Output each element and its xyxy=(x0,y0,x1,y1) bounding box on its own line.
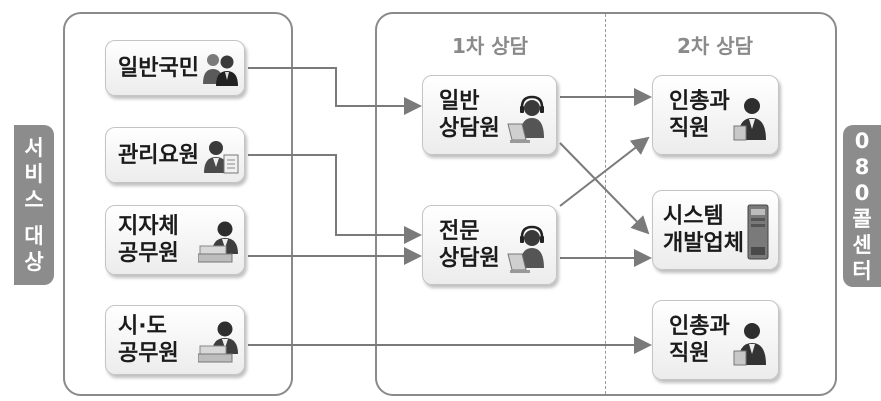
target-label: 일반국민 xyxy=(118,55,199,81)
arrow-citizen-to-general xyxy=(248,67,422,115)
tab-char: 스 xyxy=(24,188,44,212)
tab-char: 0 xyxy=(854,181,870,205)
system-developer: 시스템 개발업체 xyxy=(652,190,779,270)
target-manager: 관리요원 xyxy=(105,127,245,183)
arrow-expert-to-staff xyxy=(559,136,650,207)
tab-char: 상 xyxy=(24,250,44,274)
ministry-staff-bottom: 인총과 직원 xyxy=(652,300,779,380)
target-local-official: 지자체 공무원 xyxy=(105,205,245,275)
service-target-tab: 서 비 스 대 상 xyxy=(14,125,54,285)
target-label: 관리요원 xyxy=(118,142,199,168)
target-citizen: 일반국민 xyxy=(105,40,245,96)
tab-char: 콜 xyxy=(852,207,872,231)
arrow-general-to-system xyxy=(559,142,650,235)
headset-agent-icon xyxy=(507,225,544,273)
ministry-staff-top: 인총과 직원 xyxy=(652,75,779,155)
second-stage-title: 2차 상담 xyxy=(676,34,754,58)
developer-label: 시스템 개발업체 xyxy=(663,204,744,256)
staff-document-icon xyxy=(204,141,239,174)
headset-agent-icon xyxy=(507,95,544,143)
target-label: 시·도 공무원 xyxy=(118,314,179,366)
tab-char: 대 xyxy=(24,224,44,248)
expert-counselor: 전문 상담원 xyxy=(422,205,557,285)
staff-label: 인총과 직원 xyxy=(669,314,730,366)
target-province-official: 시·도 공무원 xyxy=(105,305,245,375)
target-label: 지자체 공무원 xyxy=(118,214,179,266)
tab-char: 센 xyxy=(852,233,872,257)
tab-char: 0 xyxy=(854,129,870,153)
tab-char: 서 xyxy=(24,136,44,160)
counselor-label: 일반 상담원 xyxy=(439,89,500,141)
officer-desk-icon xyxy=(198,221,238,263)
counselor-label: 전문 상담원 xyxy=(439,219,500,271)
tab-char: 터 xyxy=(852,259,872,283)
arrow-manager-to-expert xyxy=(248,154,422,244)
tab-char: 8 xyxy=(854,155,870,179)
tab-char: 비 xyxy=(24,162,44,186)
staff-person-icon xyxy=(733,98,766,141)
server-icon xyxy=(747,204,769,260)
callcenter-tab: 0 8 0 콜 센 터 xyxy=(843,125,881,287)
staff-label: 인총과 직원 xyxy=(669,89,730,141)
staff-person-icon xyxy=(733,323,766,366)
officer-desk-icon xyxy=(198,321,238,363)
first-stage-title: 1차 상담 xyxy=(451,34,529,58)
general-counselor: 일반 상담원 xyxy=(422,75,557,155)
stage-divider xyxy=(605,14,606,394)
people-icon xyxy=(203,54,238,86)
